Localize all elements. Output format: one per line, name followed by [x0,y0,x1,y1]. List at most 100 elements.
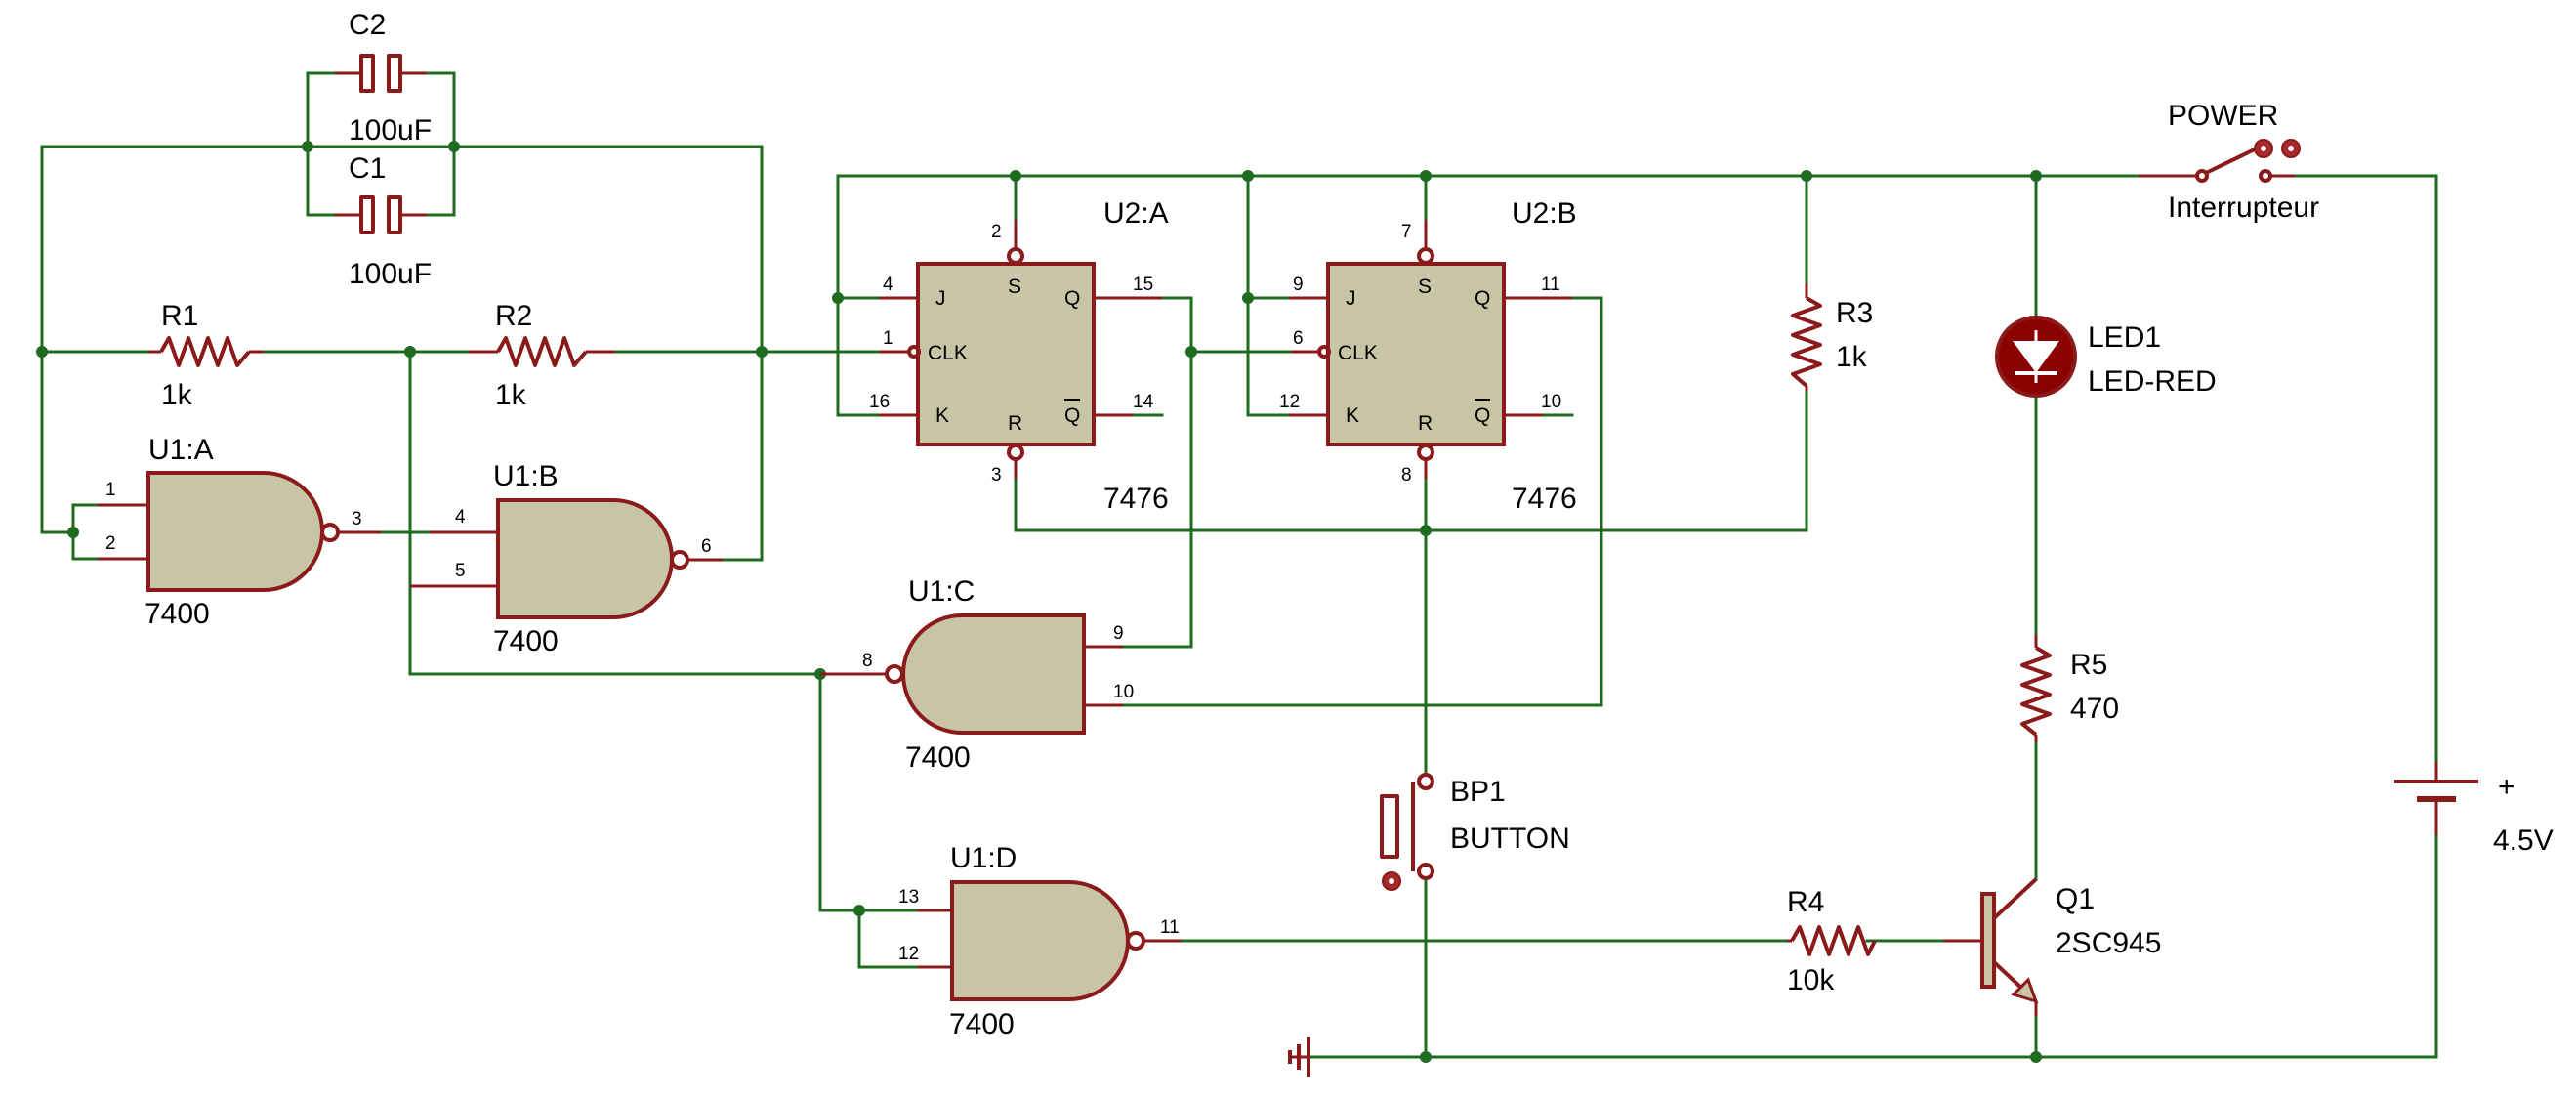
clock-bubble [907,345,921,359]
pin-label-k: K [935,404,949,427]
u1d-ref: U1:D [950,842,1017,874]
pin-number: 1 [883,328,893,349]
button-contact [1417,863,1434,880]
junction-dot [832,292,844,304]
wire [2293,174,2438,764]
pin-number: 10 [1541,392,1561,412]
pin-label-s: S [1418,275,1432,298]
u2a-ref: U2:A [1103,197,1169,230]
pin-number: 7 [1401,222,1412,242]
pin-number: 1 [105,480,116,500]
gate-body [901,613,1086,735]
q1-value: 2SC945 [2056,927,2161,959]
resistor-zigzag [1790,925,1877,956]
pin-label-qbar: Q [1064,404,1080,427]
pin-number: 10 [1113,682,1134,702]
u1c-part: 7400 [905,741,971,774]
capacitor-c2: C2 100uF [335,9,432,147]
indicator-dot [2261,146,2266,151]
inversion-bubble [320,523,340,542]
led1-value: LED-RED [2088,365,2217,398]
junction-dot [1801,170,1812,182]
capacitor-plate [387,54,402,93]
inversion-bubble [670,550,689,570]
gate-body [950,880,1130,1001]
switch-lever [2205,145,2262,175]
junction-dot [1420,170,1432,182]
junction-dot [1242,292,1254,304]
r4-ref: R4 [1787,886,1824,918]
u1b-part: 7400 [493,625,559,657]
pin-number: 15 [1133,275,1153,295]
battery: + 4.5V [2394,762,2554,857]
power-ref: POWER [2168,100,2278,132]
led1-ref: LED1 [2088,321,2161,354]
junction-dot [404,346,416,358]
r2-ref: R2 [495,300,532,332]
u2a-part: 7476 [1103,483,1169,515]
pin-number: 4 [883,275,893,295]
set-bubble [1417,247,1434,265]
button-contact [1417,773,1434,790]
r5-ref: R5 [2070,649,2107,681]
pin-number: 13 [898,887,919,908]
junction-dot [2030,1051,2042,1063]
pin-number: 16 [869,392,890,412]
junction-dot [756,346,768,358]
pin-label-q: Q [1475,287,1490,310]
emitter-arrow [2011,977,2039,1004]
junction-dot [448,141,460,152]
flipflop-body [1326,262,1506,446]
c1-value: 100uF [349,258,432,290]
pin-label-qbar: Q [1475,404,1490,427]
pin-label-s: S [1008,275,1021,298]
battery-value: 4.5V [2493,824,2554,857]
wire [40,145,764,354]
capacitor-plate [359,195,375,234]
resistor-zigzag [2020,646,2052,737]
u1a-ref: U1:A [148,434,214,466]
capacitor-c1: C1 100uF [335,152,432,290]
junction-dot [1010,170,1021,182]
gate-body [146,471,324,592]
inversion-bubble [885,664,904,684]
c2-value: 100uF [349,114,432,147]
pin-number: 4 [455,507,466,528]
junction-dot [302,141,313,152]
resistor-r4: R4 10k [1787,886,1877,996]
wire [836,174,1018,300]
led-led1: LED1 LED-RED [1995,316,2217,398]
u1d-part: 7400 [949,1008,1015,1040]
resistor-r3: R3 1k [1791,283,1873,391]
resistor-zigzag [1791,296,1822,388]
bp1-value: BUTTON [1450,823,1570,855]
wire [1121,296,1603,707]
ground-symbol [1288,1037,1310,1077]
pin-label-j: J [1346,287,1356,310]
pin-number: 9 [1113,623,1124,644]
gate-body [496,498,674,619]
pin-number: 2 [105,533,116,554]
pin-number: 14 [1133,392,1154,412]
resistor-zigzag [496,336,588,367]
c2-ref: C2 [349,9,386,41]
capacitor-plate [359,54,375,93]
u1c-ref: U1:C [908,575,975,608]
button-cap [1380,794,1399,859]
pin-number: 8 [1401,465,1412,486]
pin-label-k: K [1346,404,1359,427]
battery-plus: + [2498,771,2515,803]
u2b-part: 7476 [1512,483,1577,515]
pin-number: 11 [1160,917,1180,938]
jk-flipflop-u2b: J CLK K S R Q Q 9 6 12 7 8 11 10 U2:B 74… [1279,197,1577,515]
r4-value: 10k [1787,964,1835,996]
pin-number: 5 [455,561,466,581]
r3-ref: R3 [1836,297,1873,329]
pin-label-q: Q [1064,287,1080,310]
pin-number: 2 [991,222,1002,242]
pin-number: 3 [991,465,1002,486]
switch-contact [2259,169,2272,183]
junction-dot [1242,170,1254,182]
pin-label-r: R [1008,412,1022,435]
